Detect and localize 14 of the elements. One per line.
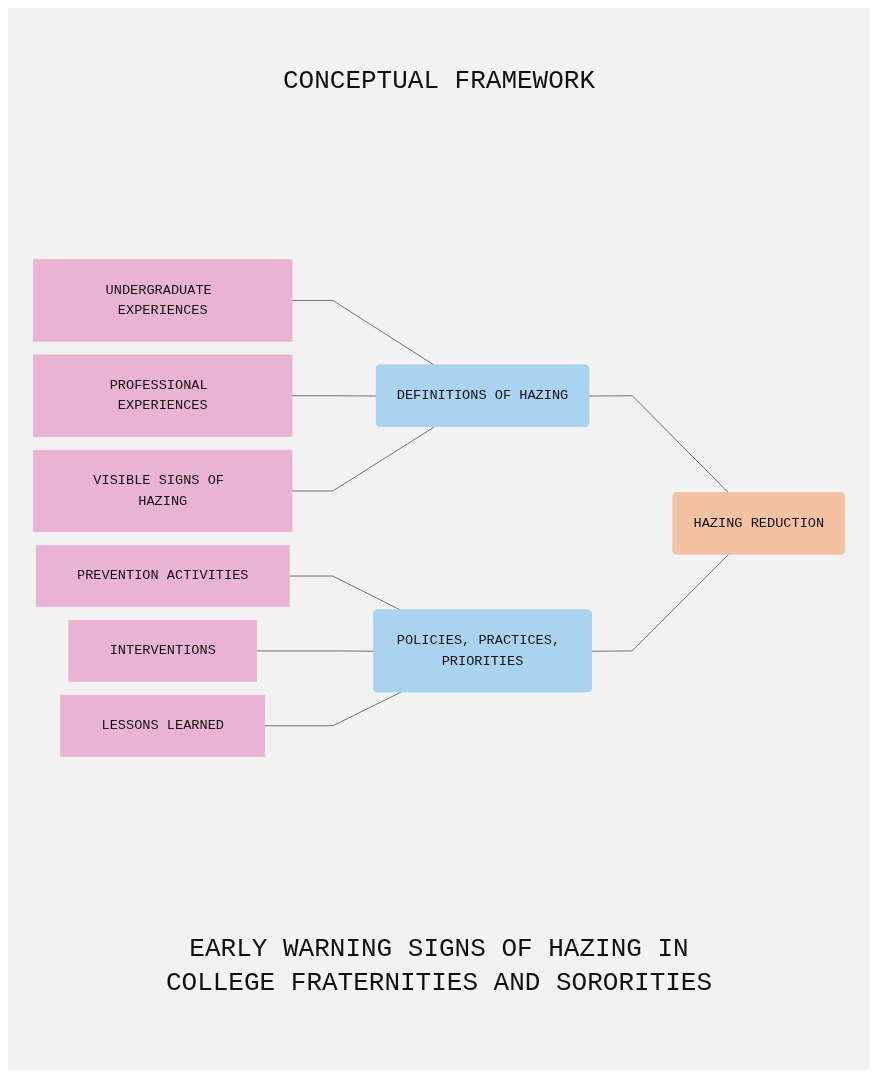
connector xyxy=(291,426,436,492)
node-box: INTERVENTIONS xyxy=(68,619,257,682)
node-box: VISIBLE SIGNS OF HAZING xyxy=(33,449,293,533)
connector xyxy=(288,575,402,611)
connector xyxy=(588,395,730,494)
diagram-title: CONCEPTUAL FRAMEWORK xyxy=(282,66,596,96)
node-box: UNDERGRADUATE EXPERIENCES xyxy=(33,259,293,342)
connector xyxy=(291,300,436,366)
node-box: PROFESSIONAL EXPERIENCES xyxy=(33,354,293,437)
node-box: LESSONS LEARNED xyxy=(60,694,266,757)
node-box: PREVENTION ACTIVITIES xyxy=(35,545,290,607)
diagram-caption: EARLY WARNING SIGNS OF HAZING IN COLLEGE FRATERNITIES AND SORORITIES xyxy=(164,933,714,1000)
connector xyxy=(591,553,730,652)
connector xyxy=(264,691,402,727)
